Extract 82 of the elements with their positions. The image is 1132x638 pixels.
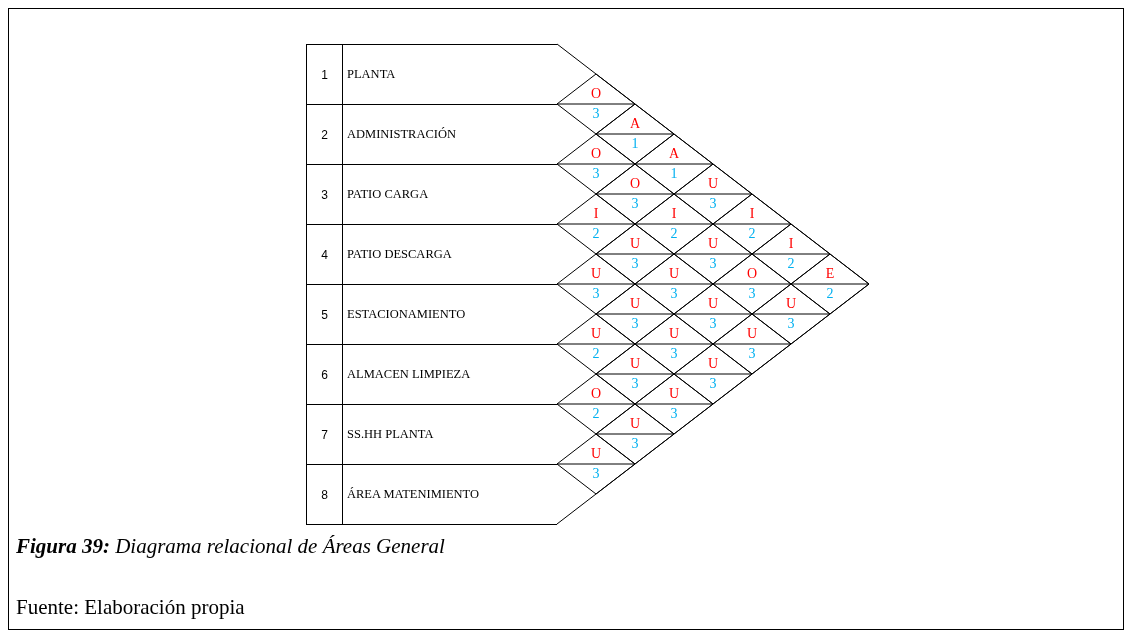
closeness-code: U — [628, 237, 642, 251]
closeness-code: U — [589, 447, 603, 461]
closeness-code: O — [589, 387, 603, 401]
closeness-code: U — [667, 387, 681, 401]
closeness-code: U — [628, 417, 642, 431]
closeness-code: I — [748, 207, 756, 221]
closeness-code: O — [589, 87, 603, 101]
area-name: ESTACIONAMIENTO — [347, 306, 466, 323]
reason-code: 1 — [630, 137, 640, 151]
closeness-code: U — [745, 327, 759, 341]
reason-code: 3 — [669, 407, 679, 421]
reason-code: 1 — [669, 167, 679, 181]
area-name: ADMINISTRACIÓN — [347, 126, 457, 143]
closeness-code: U — [667, 267, 681, 281]
closeness-code: U — [784, 297, 798, 311]
table-row — [306, 44, 557, 104]
table-row — [306, 224, 557, 284]
reason-code: 3 — [669, 287, 679, 301]
row-number: 3 — [307, 165, 343, 224]
closeness-code: A — [628, 117, 642, 131]
row-number: 2 — [307, 105, 343, 164]
reason-code: 3 — [591, 107, 601, 121]
reason-code: 2 — [591, 227, 601, 241]
closeness-code: O — [628, 177, 642, 191]
row-number: 4 — [307, 225, 343, 284]
closeness-code: E — [824, 267, 836, 281]
row-number: 7 — [307, 405, 343, 464]
reason-code: 3 — [708, 377, 718, 391]
reason-code: 3 — [591, 167, 601, 181]
closeness-code: U — [706, 297, 720, 311]
area-name: SS.HH PLANTA — [347, 426, 434, 443]
closeness-code: I — [670, 207, 678, 221]
closeness-code: I — [787, 237, 795, 251]
table-row — [306, 344, 557, 404]
row-number: 5 — [307, 285, 343, 344]
reason-code: 3 — [708, 317, 718, 331]
table-row — [306, 464, 557, 525]
source-note: Fuente: Elaboración propia — [16, 595, 245, 620]
closeness-code: U — [706, 357, 720, 371]
reason-code: 3 — [591, 287, 601, 301]
area-name: PATIO CARGA — [347, 186, 429, 203]
closeness-code: U — [628, 297, 642, 311]
reason-code: 2 — [786, 257, 796, 271]
reason-code: 2 — [591, 347, 601, 361]
reason-code: 3 — [708, 197, 718, 211]
reason-code: 3 — [630, 257, 640, 271]
reason-code: 2 — [669, 227, 679, 241]
reason-code: 2 — [591, 407, 601, 421]
reason-code: 3 — [591, 467, 601, 481]
area-name: ÁREA MATENIMIENTO — [347, 486, 480, 503]
closeness-code: O — [745, 267, 759, 281]
closeness-code: U — [706, 237, 720, 251]
closeness-code: U — [706, 177, 720, 191]
closeness-code: U — [589, 327, 603, 341]
table-row — [306, 104, 557, 164]
table-row — [306, 404, 557, 464]
reason-code: 3 — [630, 317, 640, 331]
reason-code: 3 — [630, 197, 640, 211]
closeness-code: U — [589, 267, 603, 281]
closeness-code: I — [592, 207, 600, 221]
closeness-code: O — [589, 147, 603, 161]
reason-code: 3 — [747, 347, 757, 361]
area-name: ALMACEN LIMPIEZA — [347, 366, 471, 383]
reason-code: 3 — [630, 377, 640, 391]
closeness-code: U — [628, 357, 642, 371]
table-row — [306, 284, 557, 344]
reason-code: 2 — [825, 287, 835, 301]
area-name: PATIO DESCARGA — [347, 246, 452, 263]
reason-code: 2 — [747, 227, 757, 241]
row-number: 8 — [307, 465, 343, 524]
reason-code: 3 — [708, 257, 718, 271]
area-name: PLANTA — [347, 66, 396, 83]
closeness-code: A — [667, 147, 681, 161]
reason-code: 3 — [630, 437, 640, 451]
row-number: 1 — [307, 45, 343, 104]
reason-code: 3 — [747, 287, 757, 301]
closeness-code: U — [667, 327, 681, 341]
figure-caption: Figura 39: Diagrama relacional de Áreas General — [16, 534, 445, 559]
row-number: 6 — [307, 345, 343, 404]
reason-code: 3 — [786, 317, 796, 331]
table-row — [306, 164, 557, 224]
reason-code: 3 — [669, 347, 679, 361]
